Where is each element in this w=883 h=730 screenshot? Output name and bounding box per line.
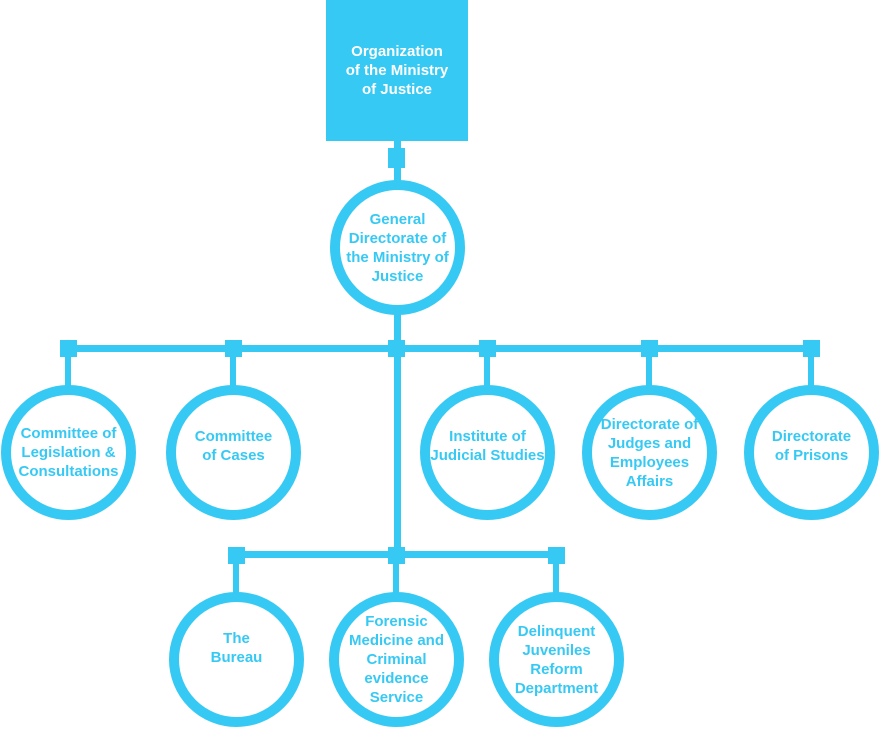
connector-level2-stub-4 bbox=[646, 355, 652, 387]
connector-level2-joint-center bbox=[388, 340, 405, 357]
node-delinquent-juveniles: Delinquent Juveniles Reform Department bbox=[489, 592, 624, 727]
node-forensic-medicine: Forensic Medicine and Criminal evidence … bbox=[329, 592, 464, 727]
connector-level2-joint-1 bbox=[60, 340, 77, 357]
node-directorate-judges-employees: Directorate of Judges and Employees Affa… bbox=[582, 385, 717, 520]
connector-level2-stub-5 bbox=[808, 355, 814, 387]
connector-level2-rail bbox=[60, 345, 817, 352]
connector-level2-stub-3 bbox=[484, 355, 490, 387]
node-the-bureau-label: The Bureau bbox=[210, 629, 263, 666]
connector-level3-stub-1 bbox=[233, 562, 239, 593]
node-committee-cases: Committee of Cases bbox=[166, 385, 301, 520]
connector-level2-joint-5 bbox=[803, 340, 820, 357]
connector-level2-joint-4 bbox=[641, 340, 658, 357]
connector-level2-joint-2 bbox=[225, 340, 242, 357]
node-general-directorate-label: General Directorate of the Ministry of J… bbox=[346, 210, 449, 285]
node-institute-judicial-studies: Institute of Judicial Studies bbox=[420, 385, 555, 520]
node-committee-legislation: Committee of Legislation & Consultations bbox=[1, 385, 136, 520]
connector-level2-stub-2 bbox=[230, 355, 236, 387]
connector-level3-joint-3 bbox=[548, 547, 565, 564]
node-the-bureau: The Bureau bbox=[169, 592, 304, 727]
connector-level2-stub-1 bbox=[65, 355, 71, 387]
node-delinquent-juveniles-label: Delinquent Juveniles Reform Department bbox=[514, 622, 599, 697]
connector-level3-joint-1 bbox=[228, 547, 245, 564]
node-committee-cases-label: Committee of Cases bbox=[194, 427, 273, 464]
node-directorate-prisons: Directorate of Prisons bbox=[744, 385, 879, 520]
connector-level3-stub-2 bbox=[393, 562, 399, 593]
connector-level2-joint-3 bbox=[479, 340, 496, 357]
connector-main-vertical bbox=[394, 313, 401, 558]
node-committee-legislation-label: Committee of Legislation & Consultations bbox=[18, 425, 119, 480]
node-general-directorate: General Directorate of the Ministry of J… bbox=[330, 180, 465, 315]
node-forensic-medicine-label: Forensic Medicine and Criminal evidence … bbox=[348, 613, 445, 706]
node-root-label: Organization of the Ministry of Justice bbox=[345, 43, 449, 98]
node-institute-judicial-studies-label: Institute of Judicial Studies bbox=[430, 427, 545, 464]
node-directorate-judges-employees-label: Directorate of Judges and Employees Affa… bbox=[600, 415, 699, 490]
connector-level3-joint-center bbox=[388, 547, 405, 564]
connector-root-joint bbox=[388, 148, 405, 168]
connector-level3-stub-3 bbox=[553, 562, 559, 593]
node-directorate-prisons-label: Directorate of Prisons bbox=[771, 427, 852, 464]
node-root: Organization of the Ministry of Justice bbox=[326, 0, 468, 141]
